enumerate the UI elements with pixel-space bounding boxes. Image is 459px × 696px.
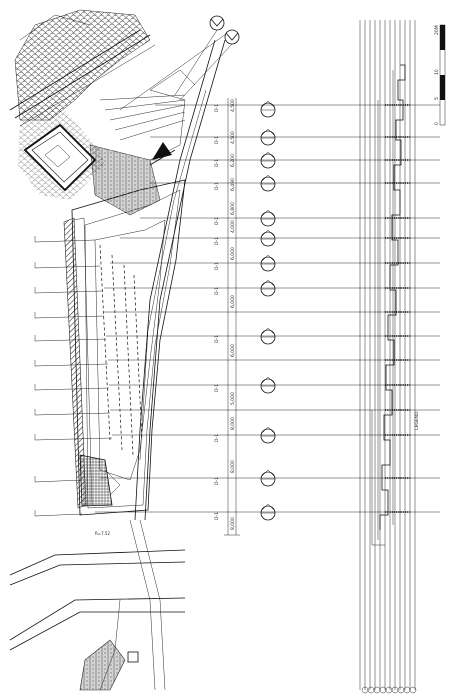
dimension-column: 4,500 4,500 6,200 6,490 6,800 4,000 6,00… bbox=[224, 98, 240, 536]
scale-label: 5 bbox=[434, 97, 440, 100]
brick-plaza bbox=[89, 89, 186, 216]
main-road bbox=[134, 39, 226, 521]
section-symbol bbox=[260, 209, 276, 227]
dimension-value: 6,800 bbox=[230, 202, 236, 215]
dimension-value: 8,000 bbox=[230, 460, 236, 473]
elevation-profile bbox=[371, 64, 410, 546]
section-symbol bbox=[260, 254, 276, 272]
section-label: D-1 bbox=[214, 335, 220, 343]
section-label: D-1 bbox=[214, 217, 220, 225]
road-width-label: R=7.52 bbox=[95, 531, 110, 536]
dimension-value: 4,000 bbox=[230, 220, 236, 233]
dimension-value: 6,000 bbox=[230, 247, 236, 260]
dimension-value: 8,000 bbox=[230, 417, 236, 430]
section-symbol bbox=[260, 229, 276, 247]
scale-label: 0 bbox=[434, 122, 440, 125]
legend-label: LEGEND bbox=[414, 411, 420, 430]
section-symbol bbox=[260, 174, 276, 192]
scale-label: 20M bbox=[434, 25, 440, 35]
section-label: D-1 bbox=[214, 512, 220, 520]
section-label: D-1 bbox=[214, 159, 220, 167]
section-symbol bbox=[260, 376, 276, 394]
section-label: D-1 bbox=[214, 287, 220, 295]
scale-bar: 0 5 10 20M bbox=[434, 24, 446, 126]
section-label: D-1 bbox=[214, 182, 220, 190]
section-label: D-1 bbox=[214, 477, 220, 485]
dimension-value: 8,000 bbox=[230, 517, 236, 530]
dimension-value: 6,200 bbox=[230, 154, 236, 167]
dimension-value: 5,000 bbox=[230, 392, 236, 405]
scale-label: 10 bbox=[434, 69, 440, 75]
section-label: D-1 bbox=[214, 136, 220, 144]
dimension-value: 6,000 bbox=[230, 295, 236, 308]
dashed-alignments bbox=[99, 244, 143, 456]
section-symbol bbox=[260, 327, 276, 345]
woven-paving bbox=[79, 639, 139, 691]
section-symbol bbox=[260, 279, 276, 297]
section-symbol bbox=[260, 469, 276, 487]
dimension-value: 4,500 bbox=[230, 99, 236, 112]
entrance-block bbox=[79, 454, 121, 507]
dimension-value: 4,500 bbox=[230, 131, 236, 144]
section-symbol bbox=[260, 100, 276, 118]
section-label-column: D-1 D-1 D-1 D-1 D-1 D-1 D-1 D-1 D-1 D-1 … bbox=[214, 104, 220, 520]
dimension-value: 6,000 bbox=[230, 344, 236, 357]
section-symbol bbox=[260, 426, 276, 444]
leader-ticks bbox=[34, 236, 113, 517]
elevation-lines-bundle bbox=[359, 20, 416, 690]
section-label: D-1 bbox=[214, 262, 220, 270]
section-symbols bbox=[260, 100, 276, 521]
section-symbol bbox=[260, 128, 276, 146]
section-symbol bbox=[260, 151, 276, 169]
section-label: D-1 bbox=[214, 384, 220, 392]
section-label: D-1 bbox=[214, 237, 220, 245]
section-label: D-1 bbox=[214, 434, 220, 442]
section-symbol bbox=[260, 503, 276, 521]
radial-lines bbox=[99, 69, 196, 141]
dimension-value: 6,490 bbox=[230, 178, 236, 191]
section-label: D-1 bbox=[214, 104, 220, 112]
grid-markers-bottom bbox=[361, 686, 417, 694]
